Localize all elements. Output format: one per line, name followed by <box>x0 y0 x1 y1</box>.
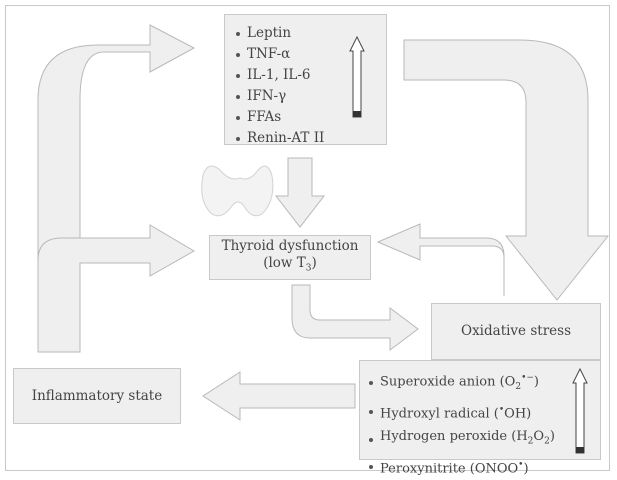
arrow-oxidative-to-thyroid <box>376 223 505 296</box>
adipokine-list: Leptin TNF-α IL-1, IL-6 IFN-γ FFAs Renin… <box>235 23 376 149</box>
up-arrow-icon <box>572 367 588 454</box>
thyroid-gland-icon <box>201 165 274 217</box>
ros-box: Superoxide anion (O2•−) Hydroxyl radical… <box>359 360 601 476</box>
adipokine-item: FFAs <box>235 107 376 128</box>
adipokine-item: Leptin <box>235 23 376 44</box>
adipokine-item: TNF-α <box>235 44 376 65</box>
ros-item-peroxide: Hydrogen peroxide (H2O2) <box>368 425 592 454</box>
ros-item-peroxynitrite: Peroxynitrite (ONOO•) <box>368 454 592 480</box>
up-arrow-icon <box>349 35 365 118</box>
adipokine-item: IL-1, IL-6 <box>235 65 376 86</box>
arrow-adipokines-to-thyroid <box>274 157 326 228</box>
inflammatory-label: Inflammatory state <box>31 387 163 404</box>
thyroid-sublabel: (low T3) <box>263 254 317 274</box>
arrow-adipokines-to-oxidative <box>403 39 610 301</box>
thyroid-dysfunction-box: Thyroid dysfunction (low T3) <box>209 235 371 280</box>
inflammatory-state-box: Inflammatory state <box>13 368 181 424</box>
thyroid-label: Thyroid dysfunction <box>221 237 359 254</box>
arrow-ros-to-inflammatory <box>202 371 356 421</box>
adipokine-box: Leptin TNF-α IL-1, IL-6 IFN-γ FFAs Renin… <box>224 14 387 146</box>
ros-item-superoxide: Superoxide anion (O2•−) <box>368 367 592 399</box>
figure-frame <box>5 5 610 471</box>
adipokine-item: Renin-AT II <box>235 128 376 149</box>
ros-list: Superoxide anion (O2•−) Hydroxyl radical… <box>368 367 592 480</box>
adipokine-item: IFN-γ <box>235 86 376 107</box>
arrow-thyroid-to-oxidative <box>291 284 419 351</box>
oxidative-stress-box: Oxidative stress <box>431 303 601 360</box>
oxidative-label: Oxidative stress <box>461 323 571 339</box>
arrow-inflammation-to-thyroid <box>37 224 195 353</box>
ros-item-hydroxyl: Hydroxyl radical (•OH) <box>368 399 592 425</box>
